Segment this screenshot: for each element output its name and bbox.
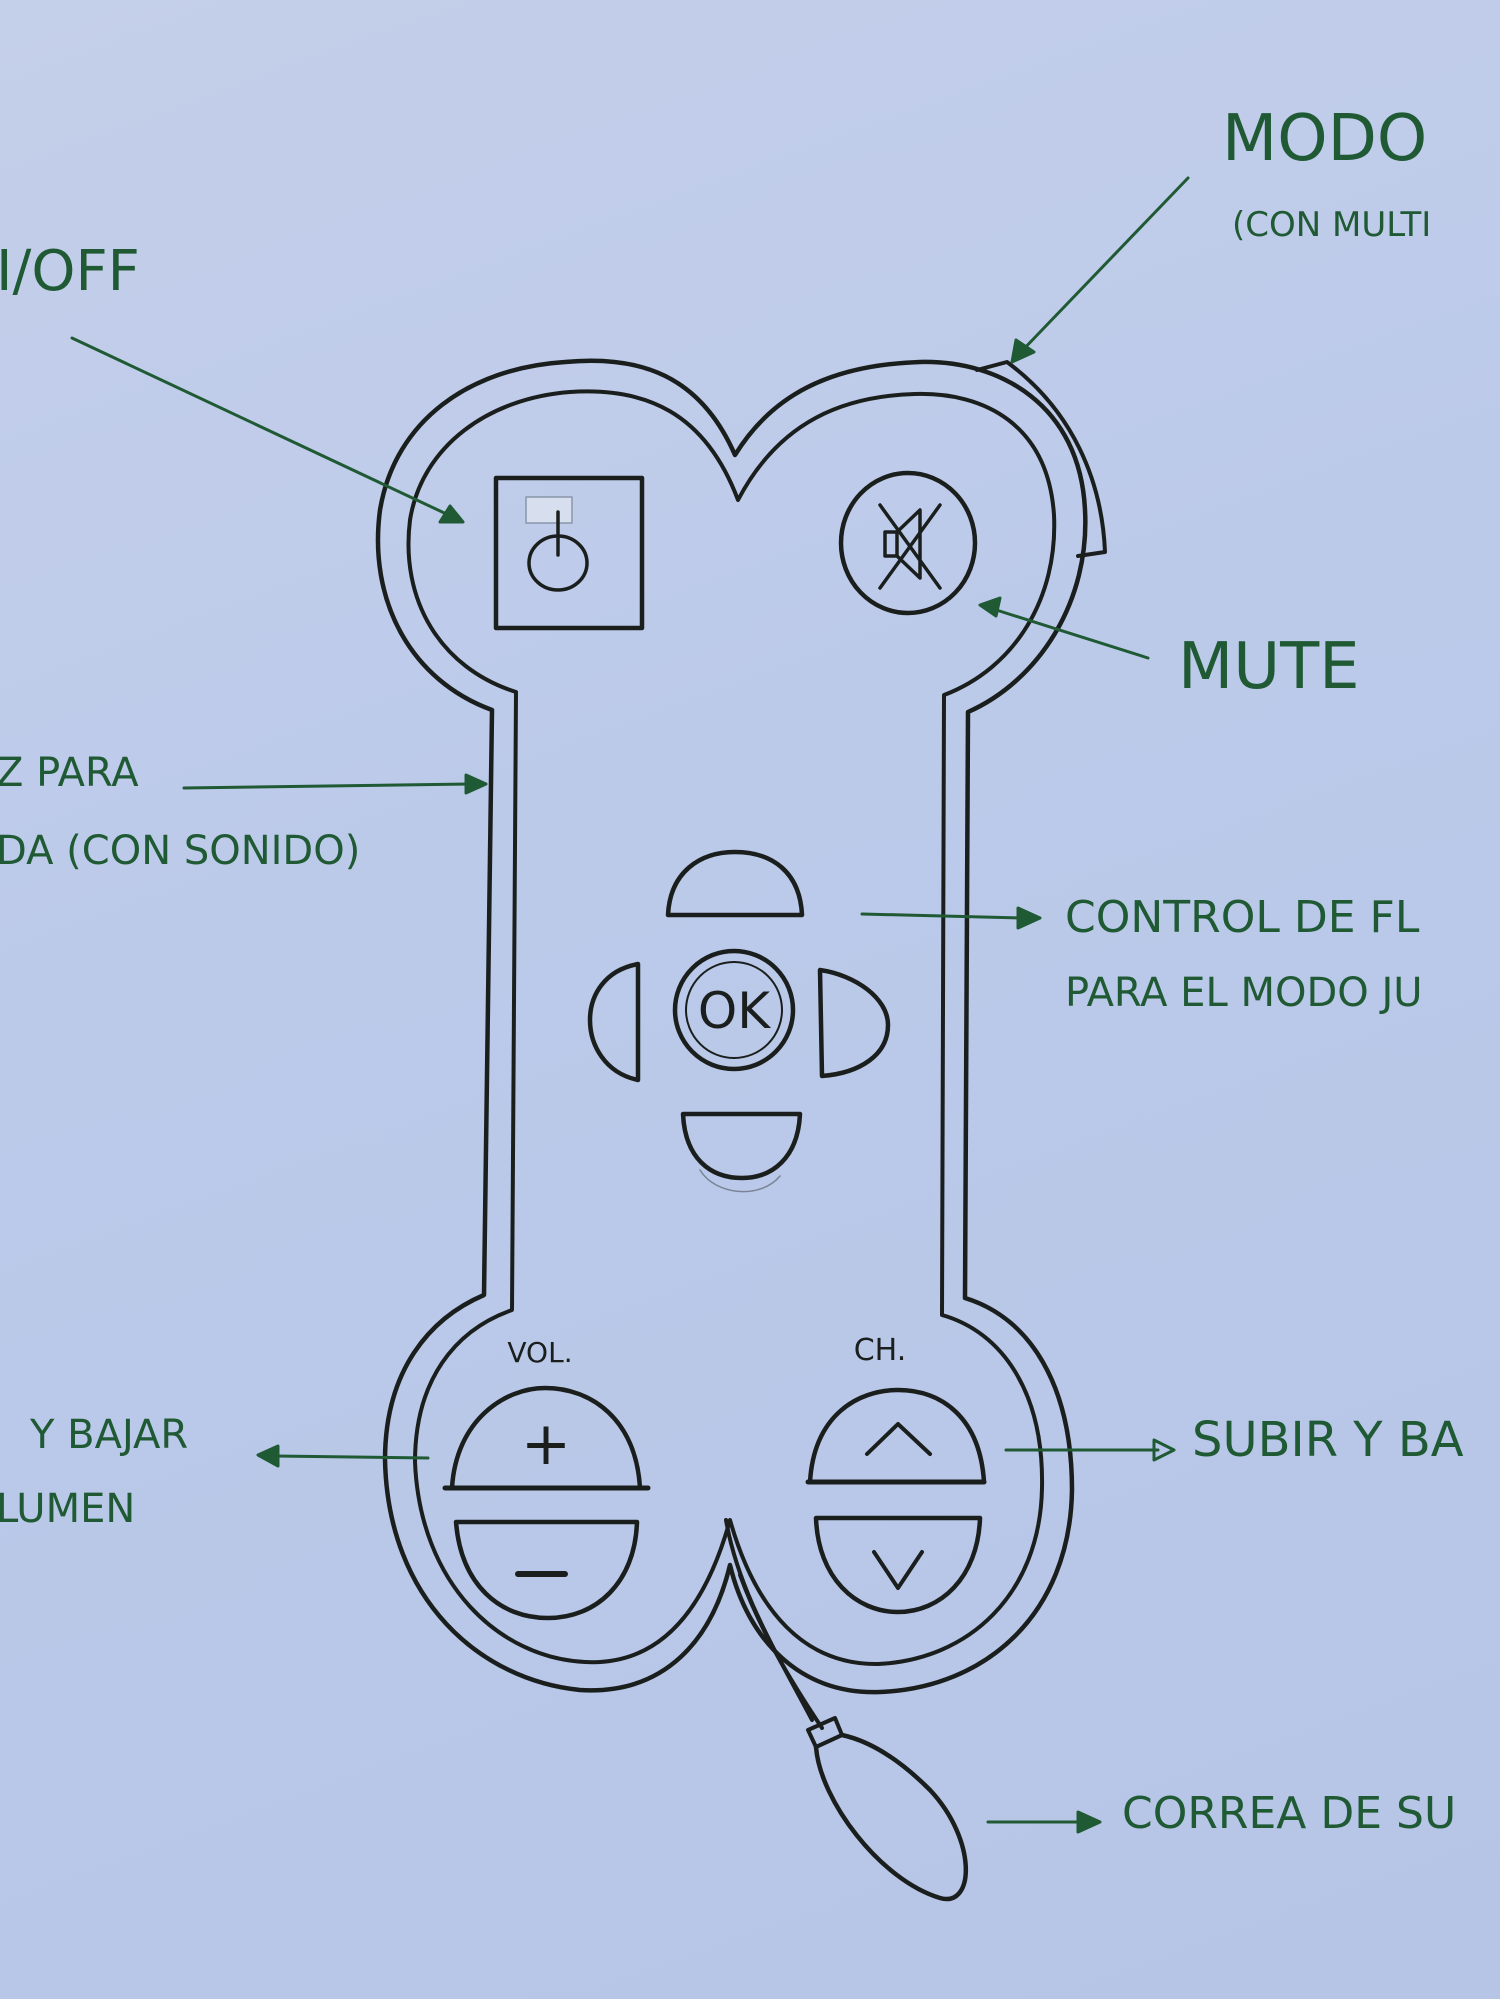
mode-switch[interactable] [975, 360, 1107, 558]
volume-down-button[interactable] [453, 1519, 640, 1621]
mute-icon [878, 503, 942, 590]
remote-device [375, 358, 1107, 1902]
annotation-correa: CORREA DE SU [1122, 1788, 1456, 1839]
arrow-luz [182, 773, 488, 795]
dpad-left-button[interactable] [587, 961, 641, 1083]
channel-up-icon [865, 1422, 932, 1456]
annotation-vol-line1: Y BAJAR [29, 1412, 188, 1458]
annotation-modo-sub: (CON MULTI [1232, 205, 1431, 245]
annotation-ch-line1: SUBIR Y BA [1192, 1412, 1464, 1468]
ok-button[interactable] [672, 948, 796, 1072]
arrow-volume [256, 1444, 430, 1468]
volume-label: VOL. [507, 1336, 572, 1369]
power-icon [527, 510, 589, 592]
channel-down-button[interactable] [813, 1515, 983, 1615]
ok-label: OK [698, 982, 771, 1040]
channel-up-button[interactable] [807, 1387, 987, 1485]
channel-label: CH. [854, 1333, 907, 1368]
dpad-down-button[interactable] [680, 1111, 803, 1181]
dpad-right-button[interactable] [817, 967, 891, 1079]
annotation-modo-title: MODO [1222, 102, 1427, 176]
arrow-correa [986, 1810, 1102, 1834]
dpad-up-button[interactable] [665, 849, 805, 918]
channel-down-icon [872, 1550, 924, 1590]
annotation-control-line2: PARA EL MODO JU [1065, 970, 1423, 1016]
arrow-control [860, 906, 1042, 930]
annotation-vol-line2: LUMEN [0, 1486, 135, 1532]
annotation-mute: MUTE [1178, 630, 1360, 704]
wrist-strap[interactable] [724, 1518, 968, 1902]
annotation-luz-line2: DA (CON SONIDO) [0, 828, 360, 874]
arrow-modo [1010, 176, 1190, 364]
arrow-on-off [70, 336, 465, 524]
volume-up-button[interactable] [449, 1385, 643, 1491]
power-button[interactable] [493, 475, 645, 631]
remote-outer-outline [375, 358, 1088, 1695]
annotation-control-line1: CONTROL DE FL [1065, 892, 1420, 943]
remote-inner-outline [406, 389, 1057, 1667]
volume-up-label: + [521, 1409, 571, 1479]
annotation-luz-line1: Z PARA [0, 750, 139, 796]
mute-button[interactable] [838, 470, 978, 616]
arrow-channel [1004, 1438, 1176, 1462]
annotation-on-off: I/OFF [0, 239, 140, 304]
arrow-mute [978, 596, 1150, 660]
